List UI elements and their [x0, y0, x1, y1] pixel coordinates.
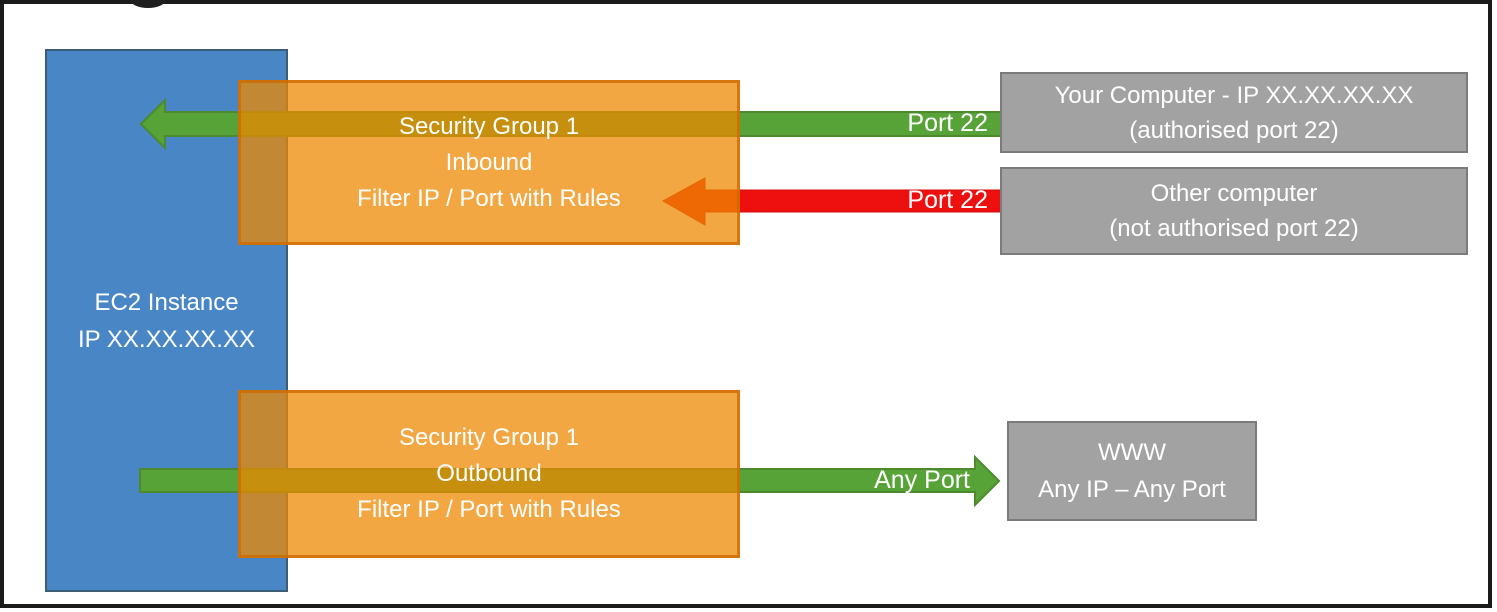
sg-inbound-direction: Inbound — [445, 148, 533, 176]
www-box: WWW Any IP – Any Port — [1007, 421, 1257, 521]
sg-outbound-description: Filter IP / Port with Rules — [357, 496, 621, 523]
other-computer-subtitle: (not authorised port 22) — [1109, 215, 1359, 242]
other-computer-title: Other computer — [1150, 180, 1318, 207]
sg-outbound-title: Security Group 1 — [398, 424, 580, 451]
your-computer-subtitle: (authorised port 22) — [1129, 116, 1339, 144]
webcam-notch — [130, 0, 166, 8]
sg-outbound-direction: Outbound — [436, 460, 542, 487]
your-computer-title: Your Computer - IP XX.XX.XX.XX — [1054, 81, 1414, 109]
sg-inbound-title: Security Group 1 — [398, 112, 580, 140]
outbound-port-label: Any Port — [874, 466, 970, 494]
your-computer-box: Your Computer - IP XX.XX.XX.XX (authoris… — [1000, 72, 1468, 153]
security-group-inbound-box: Security Group 1 Inbound Filter IP / Por… — [238, 80, 740, 245]
www-title: WWW — [1098, 439, 1166, 466]
other-computer-box: Other computer (not authorised port 22) — [1000, 167, 1468, 255]
sg-inbound-description: Filter IP / Port with Rules — [357, 184, 621, 212]
inbound-blocked-port-label: Port 22 — [907, 186, 988, 214]
www-subtitle: Any IP – Any Port — [1038, 476, 1226, 503]
ec2-instance-ip: IP XX.XX.XX.XX — [78, 325, 255, 353]
security-group-outbound-box: Security Group 1 Outbound Filter IP / Po… — [238, 390, 740, 558]
ec2-instance-title: EC2 Instance — [94, 288, 239, 316]
inbound-allowed-port-label: Port 22 — [907, 109, 988, 137]
